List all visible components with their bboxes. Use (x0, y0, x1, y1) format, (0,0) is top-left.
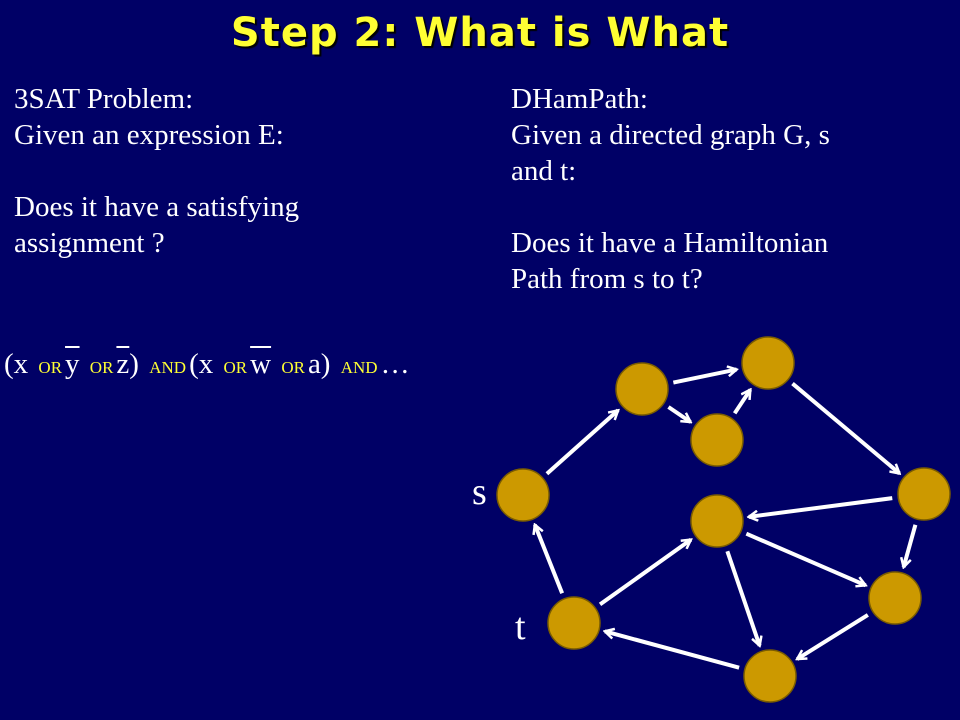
graph-node-n8 (868, 571, 922, 625)
3sat-line-question-end: assignment ? (14, 227, 165, 259)
edge-n7-n1 (535, 525, 565, 595)
expr-and: AND (149, 358, 187, 377)
expr-or: OR (89, 358, 114, 377)
expr-ellipsis: … (380, 348, 410, 380)
expr-not-z: z (116, 348, 130, 380)
node-label-s: s (472, 471, 487, 513)
graph-node-n9 (743, 649, 797, 703)
dhampath-line-question: Does it have a Hamiltonian (511, 227, 829, 259)
3sat-description: 3SAT Problem: Given an expression E: Doe… (14, 81, 299, 261)
dhampath-line-given-end: and t: (511, 155, 577, 187)
expr-close: ) (129, 348, 139, 380)
edge-n9-n7 (605, 631, 740, 670)
expr-open-x: (x (189, 348, 214, 380)
3sat-line-question: Does it have a satisfying (14, 191, 300, 223)
3sat-heading: 3SAT Problem: (14, 83, 194, 115)
graph-node-n1 (496, 468, 550, 522)
expr-not-w: w (250, 348, 272, 380)
3sat-line-given: Given an expression E: (14, 119, 284, 151)
graph-node-n3 (741, 336, 795, 390)
expr-or: OR (223, 358, 248, 377)
edge-n6-n9 (725, 550, 759, 645)
edge-n3-n5 (791, 382, 900, 474)
node-label-t: t (515, 606, 526, 648)
edge-n5-n6 (749, 496, 893, 517)
edge-n4-n3 (733, 390, 752, 415)
expr-and: AND (340, 358, 378, 377)
edge-n5-n8 (904, 524, 918, 567)
expr-not-y: y (65, 348, 80, 380)
slide-title: Step 2: What is What (230, 10, 730, 56)
graph-node-n6 (690, 494, 744, 548)
dhampath-line-given: Given a directed graph G, s (511, 119, 830, 151)
graph-node-n2 (615, 362, 669, 416)
dhampath-description: DHamPath: Given a directed graph G, s an… (511, 81, 830, 297)
edge-n1-n2 (545, 410, 618, 476)
edge-n6-n8 (745, 531, 865, 586)
dhampath-heading: DHamPath: (511, 83, 648, 115)
expr-a-close: a) (307, 348, 331, 380)
edge-n2-n4 (667, 405, 690, 424)
graph-node-n5 (897, 467, 951, 521)
expr-or: OR (38, 358, 63, 377)
edge-n8-n9 (797, 613, 869, 661)
graph-node-n7 (547, 596, 601, 650)
edge-n2-n3 (672, 369, 736, 385)
edge-n7-n6 (598, 537, 691, 607)
graph-node-n4 (690, 413, 744, 467)
expr-or: OR (281, 358, 305, 377)
dhampath-line-question-end: Path from s to t? (511, 263, 703, 295)
expr-open-x: (x (4, 348, 29, 380)
